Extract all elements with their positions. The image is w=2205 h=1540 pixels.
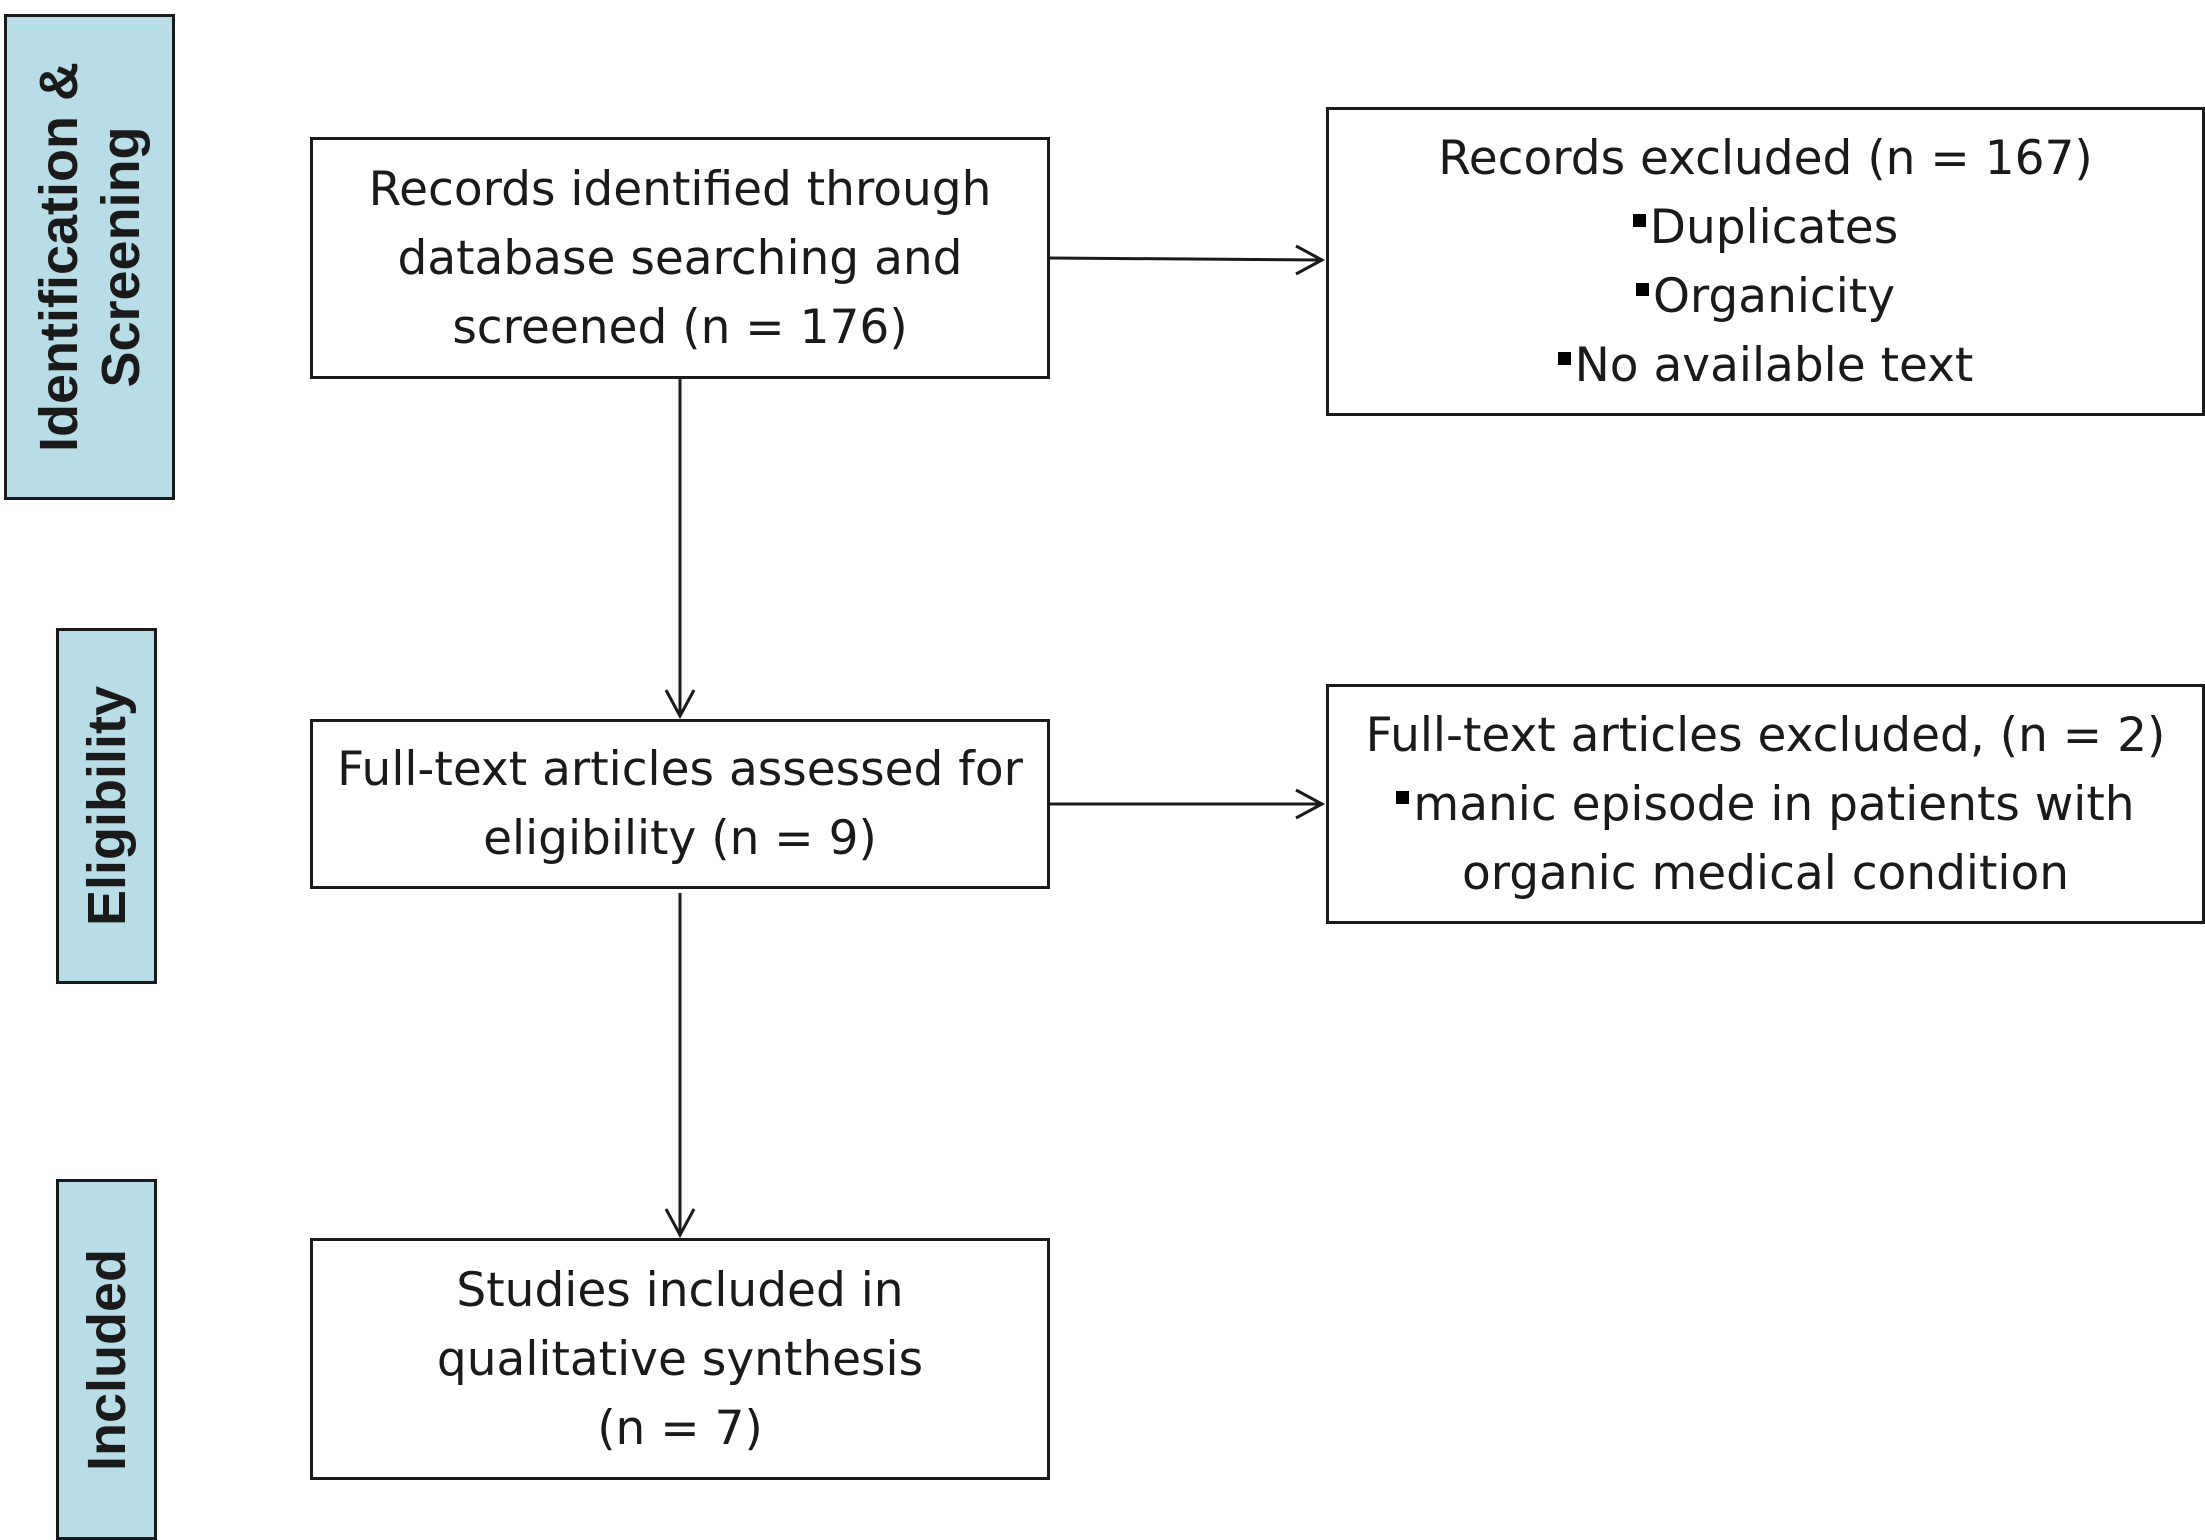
- records-excluded-box: Records excluded (n = 167) Duplicates Or…: [1326, 107, 2205, 416]
- stage-eligibility: Eligibility: [56, 628, 157, 984]
- exclusion-reason-item: manic episode in patients with: [1396, 770, 2135, 839]
- exclusion-reason-text: manic episode in patients with: [1413, 776, 2135, 832]
- records-identified-box: Records identified through database sear…: [310, 137, 1050, 379]
- arrowhead-fulltext-to-excluded: [1295, 788, 1326, 820]
- bullet-icon: [1557, 351, 1571, 365]
- exclusion-reason-item: Organicity: [1635, 262, 1896, 331]
- exclusion-reason-text: Duplicates: [1649, 199, 1899, 255]
- arrow-identified-to-excluded: [1049, 256, 1323, 262]
- records-identified-line-2: database searching and: [397, 230, 963, 286]
- bullet-icon: [1396, 790, 1410, 804]
- arrowhead-identified-to-fulltext: [664, 689, 696, 720]
- bullet-icon: [1632, 213, 1646, 227]
- bullet-icon: [1635, 282, 1649, 296]
- records-excluded-heading: Records excluded (n = 167): [1438, 130, 2093, 186]
- exclusion-reason-continuation: organic medical condition: [1461, 845, 2070, 901]
- fulltext-assessed-line-2: eligibility (n = 9): [483, 811, 877, 866]
- studies-included-line-3: (n = 7): [597, 1400, 763, 1456]
- fulltext-assessed-line-1: Full-text articles assessed for: [337, 742, 1023, 797]
- exclusion-reason-text: Organicity: [1652, 268, 1896, 324]
- records-identified-line-1: Records identified through: [368, 161, 992, 217]
- fulltext-assessed-box: Full-text articles assessed for eligibil…: [310, 719, 1050, 889]
- exclusion-reason-text: No available text: [1574, 337, 1974, 393]
- arrowhead-identified-to-excluded: [1295, 244, 1326, 276]
- fulltext-excluded-box: Full-text articles excluded, (n = 2) man…: [1326, 684, 2205, 924]
- arrowhead-fulltext-to-included: [664, 1208, 696, 1239]
- studies-included-line-2: qualitative synthesis: [436, 1331, 924, 1387]
- records-identified-line-3: screened (n = 176): [452, 299, 908, 355]
- stage-identification-screening: Identification & Screening: [4, 14, 175, 500]
- exclusion-reason-item: Duplicates: [1632, 193, 1899, 262]
- fulltext-excluded-heading: Full-text articles excluded, (n = 2): [1365, 707, 2166, 763]
- studies-included-box: Studies included in qualitative synthesi…: [310, 1238, 1050, 1480]
- studies-included-line-1: Studies included in: [456, 1262, 904, 1318]
- exclusion-reason-item: No available text: [1557, 331, 1974, 400]
- stage-included: Included: [56, 1179, 157, 1540]
